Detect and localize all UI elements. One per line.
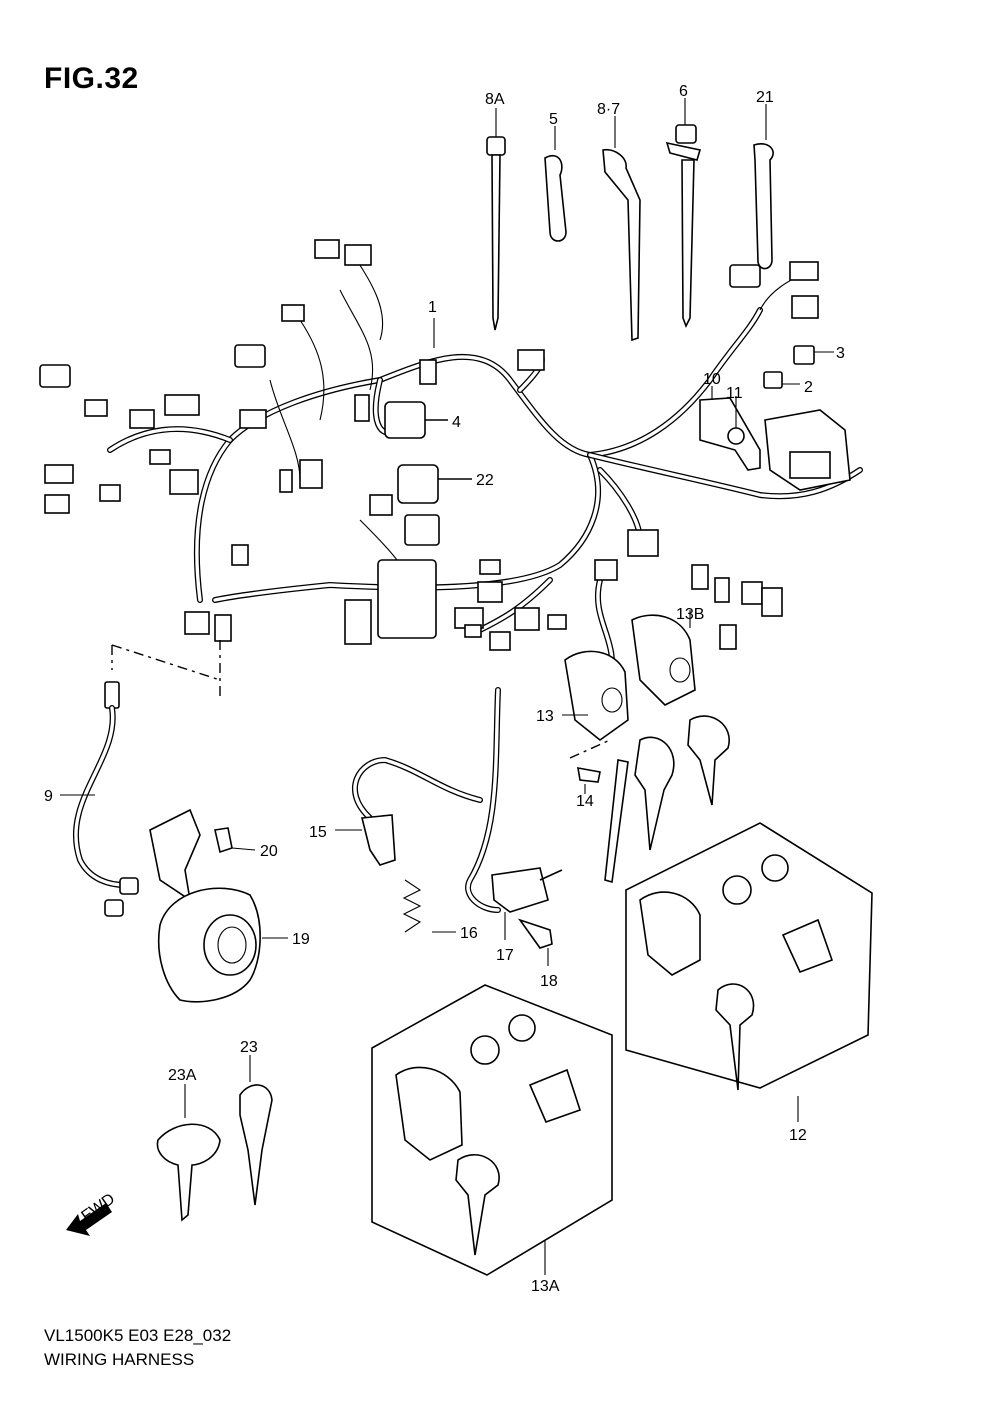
fuse-box [764, 409, 851, 491]
part-label-21: 21 [756, 89, 774, 106]
screw-14 [569, 739, 611, 794]
model-code: VL1500K5 E03 E28_032 [44, 1326, 232, 1345]
part-label-16: 16 [460, 925, 478, 942]
part-label-22: 22 [476, 472, 494, 489]
connector-part-22 [397, 464, 472, 504]
part-label-23: 23 [240, 1039, 258, 1056]
screw-11 [727, 396, 745, 445]
screw-18 [517, 918, 553, 966]
figure-title: FIG.32 [44, 62, 139, 95]
lock-13b [631, 610, 696, 706]
clamp-8-7 [602, 116, 641, 342]
part-label-12: 12 [789, 1127, 807, 1144]
part-labels: 1 2 3 4 5 6 8A 8·7 9 10 11 12 13 13A 13B… [44, 83, 845, 1295]
clamp-tie-6 [665, 98, 702, 328]
part-label-17: 17 [496, 947, 514, 964]
horn-19 [149, 808, 288, 1003]
part-label-4: 4 [452, 414, 461, 431]
switch-17 [465, 687, 563, 940]
part-label-8a: 8A [485, 91, 505, 108]
part-label-23a: 23A [168, 1067, 197, 1084]
part-label-19: 19 [292, 931, 310, 948]
ignition-keys [634, 715, 730, 851]
part-label-10: 10 [703, 371, 721, 388]
part-label-13b: 13B [676, 606, 704, 623]
bolt-20 [214, 827, 256, 854]
part-label-8-7: 8·7 [597, 101, 620, 118]
part-label-13a: 13A [531, 1278, 560, 1295]
lock-set-13a [371, 984, 613, 1276]
key-23 [239, 1055, 273, 1206]
part-label-5: 5 [549, 111, 558, 128]
part-label-13: 13 [536, 708, 554, 725]
part-label-15: 15 [309, 824, 327, 841]
lock-set-12 [625, 822, 873, 1122]
fwd-arrow-icon: FWD [66, 1190, 118, 1236]
harness-connectors-left [39, 239, 819, 651]
part-label-14: 14 [576, 793, 594, 810]
part-label-6: 6 [679, 83, 688, 100]
switch-15 [335, 756, 483, 866]
fuse-part-3 [793, 345, 834, 365]
clamp-5 [544, 126, 567, 242]
part-label-2: 2 [804, 379, 813, 396]
connector-part-4 [384, 401, 448, 439]
clamp-21 [753, 104, 774, 270]
key-23a [156, 1084, 221, 1222]
part-label-1: 1 [428, 299, 437, 316]
lock-13 [562, 650, 629, 742]
part-label-11: 11 [726, 385, 743, 402]
lead-wire-9 [60, 640, 221, 917]
cable-tie-8a [486, 108, 506, 331]
part-label-18: 18 [540, 973, 558, 990]
spring-16 [402, 879, 456, 933]
pointer-arrow [604, 759, 629, 884]
part-label-20: 20 [260, 843, 278, 860]
part-label-3: 3 [836, 345, 845, 362]
part-label-9: 9 [44, 788, 53, 805]
fuse-part-2 [763, 371, 800, 389]
figure-caption: WIRING HARNESS [44, 1350, 195, 1369]
